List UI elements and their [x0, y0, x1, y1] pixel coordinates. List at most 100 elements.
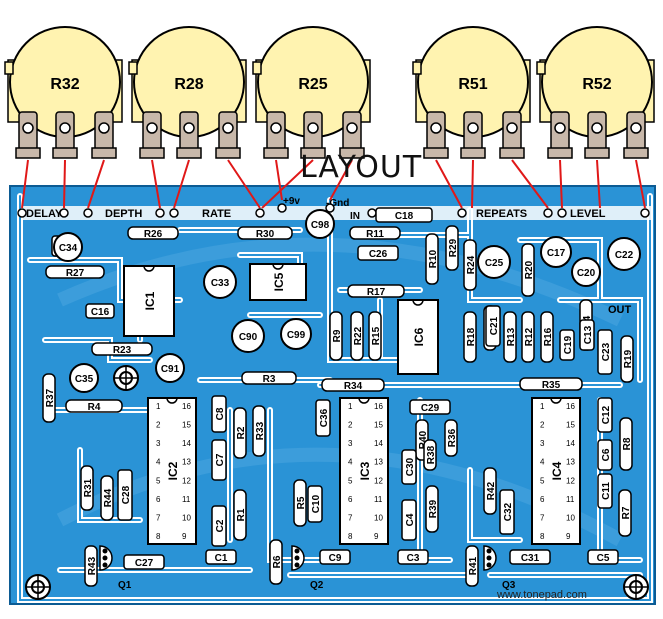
resistor-r6: R6	[269, 539, 283, 585]
pin-number: 2	[156, 421, 161, 430]
pin-number: 3	[540, 439, 545, 448]
component-label: C6	[601, 448, 612, 461]
component-label: R27	[66, 268, 85, 279]
component-label: C34	[59, 243, 78, 254]
resistor-r7: R7	[618, 489, 632, 537]
pin-number: 5	[348, 476, 353, 485]
pin-number: 7	[348, 513, 353, 522]
component-label: C91	[161, 364, 180, 375]
pot-r28: R28	[128, 26, 247, 159]
component-label: C21	[489, 316, 500, 335]
component-label: C19	[563, 335, 574, 354]
component-label: IC4	[550, 461, 564, 480]
resistor-r9: R9	[329, 311, 343, 361]
component-label: R34	[344, 381, 363, 392]
component-label: R6	[272, 555, 283, 568]
capacitor-c98: C98	[305, 209, 335, 239]
component-label: C10	[311, 494, 322, 513]
plus9v-label: +9v	[283, 196, 300, 207]
component-label: IC6	[412, 327, 426, 346]
component-label: C5	[597, 553, 610, 564]
resistor-r17: R17	[347, 284, 405, 298]
transistor-q2: Q2	[291, 545, 324, 591]
depth-label: DEPTH	[105, 208, 142, 220]
pin-number: 7	[540, 513, 545, 522]
component-label: C7	[215, 453, 226, 466]
capacitor-c22: C22	[607, 237, 641, 271]
ic-ic5: IC5	[249, 263, 307, 301]
component-label: C2	[215, 519, 226, 532]
component-label: Q1	[118, 580, 132, 591]
capacitor-c16: C16	[85, 303, 115, 319]
component-label: R22	[353, 326, 364, 345]
pin-number: 16	[182, 402, 191, 411]
pin-number: 4	[540, 458, 545, 467]
delay-label: DELAY	[26, 208, 63, 220]
capacitor-c6: C6	[597, 439, 613, 471]
capacitor-c1: C1	[205, 549, 237, 565]
pin-number: 8	[540, 532, 545, 541]
component-label: C32	[503, 502, 514, 521]
component-label: R39	[428, 499, 439, 518]
pin-number: 12	[374, 476, 383, 485]
pin-number: 11	[566, 495, 575, 504]
website-url: www.tonepad.com	[497, 589, 587, 601]
pin-number: 7	[156, 513, 161, 522]
component-label: C3	[407, 553, 420, 564]
resistor-r4: R4	[65, 399, 123, 413]
component-label: C26	[369, 249, 388, 260]
pot-r32: R32	[4, 26, 123, 159]
transistor-q1: Q1	[99, 545, 132, 591]
component-label: Q3	[502, 580, 516, 591]
resistor-r22: R22	[350, 311, 364, 361]
pin-number: 2	[540, 421, 545, 430]
resistor-r31: R31	[80, 465, 94, 511]
resistor-r20: R20	[521, 243, 535, 297]
pin-number: 9	[182, 532, 187, 541]
component-label: R5	[296, 496, 307, 509]
component-label: C20	[577, 268, 596, 279]
pin-number: 11	[182, 495, 191, 504]
capacitor-c91: C91	[155, 353, 185, 383]
component-label: C98	[311, 220, 330, 231]
component-label: R17	[367, 287, 386, 298]
resistor-r13: R13	[503, 311, 517, 363]
resistor-r16: R16	[540, 311, 554, 363]
resistor-r44: R44	[100, 475, 114, 521]
capacitor-c8: C8	[211, 395, 227, 433]
pin-number: 2	[348, 421, 353, 430]
capacitor-c2: C2	[211, 505, 227, 547]
resistor-r37: R37	[42, 373, 56, 423]
pin-number: 15	[182, 421, 191, 430]
capacitor-c31: C31	[509, 549, 551, 565]
resistor-r11: R11	[349, 226, 401, 240]
capacitor-c17: C17	[540, 236, 572, 268]
pin-number: 9	[374, 532, 379, 541]
capacitor-c23: C23	[597, 329, 613, 375]
resistor-r23: R23	[91, 342, 153, 356]
resistor-r3: R3	[241, 371, 297, 385]
component-label: R36	[447, 428, 458, 447]
component-label: IC5	[272, 272, 286, 291]
component-label: R23	[113, 345, 132, 356]
pin-number: 14	[566, 439, 575, 448]
component-label: R37	[45, 388, 56, 407]
component-label: IC3	[358, 461, 372, 480]
component-label: C23	[601, 342, 612, 361]
pin-number: 12	[566, 476, 575, 485]
capacitor-c35: C35	[69, 363, 99, 393]
component-label: R38	[426, 445, 437, 464]
pin-number: 4	[156, 458, 161, 467]
component-label: R30	[256, 229, 275, 240]
resistor-r41: R41	[465, 545, 479, 587]
capacitor-c18: C18	[375, 207, 433, 223]
capacitor-c4: C4	[401, 499, 417, 541]
pin-number: 8	[156, 532, 161, 541]
pin-number: 6	[156, 495, 161, 504]
capacitor-c36: C36	[315, 399, 331, 437]
component-label: R10	[428, 249, 439, 268]
component-label: C4	[405, 513, 416, 526]
component-label: R2	[236, 426, 247, 439]
